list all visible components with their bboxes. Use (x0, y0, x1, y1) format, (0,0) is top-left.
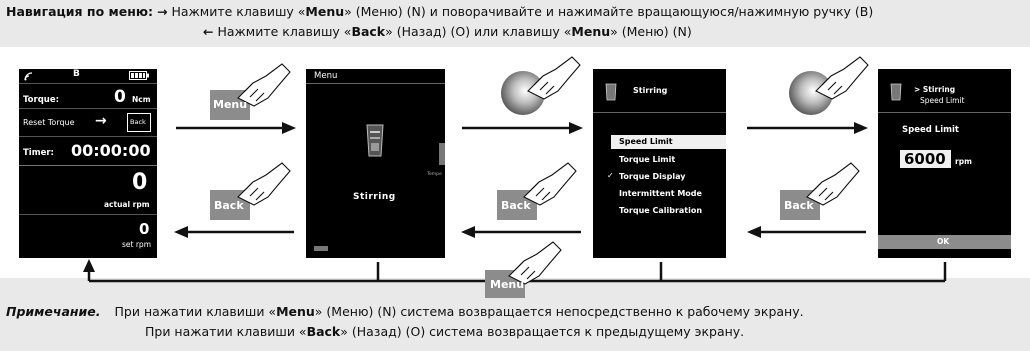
back-button-label: Back (214, 199, 244, 212)
header-text-2c: » (Меню) (N) (610, 24, 692, 39)
menu-item-stirring: Stirring (353, 192, 396, 202)
menu-title: Menu (314, 71, 338, 81)
note-text-2b: » (Назад) (O) система возвращается к пре… (340, 324, 745, 339)
stirring-screen: Stirring Speed Limit Torque Limit ✓ Torq… (593, 69, 726, 258)
ok-label: OK (937, 237, 950, 246)
item-label-speed-limit: Speed Limit (619, 137, 673, 146)
set-rpm-label: set rpm (122, 240, 151, 249)
torque-unit: Ncm (132, 95, 151, 104)
breadcrumb-stirring: > Stirring (914, 85, 956, 94)
note-key-back: Back (306, 324, 341, 339)
header-key-menu: Menu (305, 4, 345, 19)
beaker-small-icon (605, 83, 617, 101)
header-key-menu-2: Menu (571, 24, 611, 39)
header-text-2b: » (Назад) (O) или клавишу « (385, 24, 572, 39)
stirring-menu-item-torque-display: Torque Display (619, 172, 686, 181)
header-line-2: ← Нажмите клавишу «Back» (Назад) (O) или… (203, 24, 692, 39)
speed-value: 6000 (904, 150, 946, 168)
speed-unit: rpm (955, 157, 972, 166)
timer-value: 00:00:00 (71, 141, 151, 160)
stirring-menu-item-torque-limit: Torque Limit (619, 155, 676, 164)
header-text-2a: Нажмите клавишу « (217, 24, 352, 39)
header-line-1: Навигация по меню: → Нажмите клавишу «Me… (6, 4, 873, 19)
check-icon: ✓ (607, 171, 614, 180)
menu-screen: Menu Stirring Tempe (306, 69, 445, 258)
header-key-back: Back (351, 24, 386, 39)
reset-torque-label: Reset Torque (23, 118, 75, 127)
beaker-small-icon-2 (890, 83, 902, 101)
forward-arrow-icon: → (156, 4, 168, 19)
timer-label: Timer: (23, 148, 54, 158)
stirring-menu-item-speed-limit: Speed Limit (611, 135, 726, 149)
torque-value: 0 (114, 87, 126, 107)
beaker-icon (366, 124, 384, 157)
speed-limit-heading: Speed Limit (902, 125, 959, 135)
torque-label: Torque: (23, 95, 60, 105)
working-screen: B Torque: 0 Ncm Reset Torque → Back Time… (19, 69, 157, 258)
status-b-label: B (73, 69, 80, 79)
back-arrow-icon: ← (203, 24, 214, 39)
note-text-1b: » (Меню) (N) система возвращается непоср… (314, 304, 804, 319)
stirring-menu-item-torque-calibration: Torque Calibration (619, 206, 703, 215)
header-text-1b: » (Меню) (N) и поворачивайте и нажимайте… (344, 4, 874, 19)
note-line-1: Примечание. При нажатии клавиши «Menu» (М… (6, 304, 804, 319)
stirring-menu-item-intermittent: Intermittent Mode (619, 189, 702, 198)
note-text-1a: При нажатии клавиши « (114, 304, 277, 319)
note-text-2a: При нажатии клавиши « (145, 324, 307, 339)
reset-arrow-icon: → (95, 113, 107, 129)
actual-rpm-value: 0 (132, 170, 148, 195)
header-title: Навигация по меню: (6, 4, 153, 19)
back-button-label-3: Back (784, 199, 814, 212)
status-bar: B (19, 69, 157, 84)
menu-button-label-2: Menu (490, 278, 525, 291)
side-item-label: Tempe (427, 172, 442, 177)
header-text-1a: Нажмите клавишу « (171, 4, 306, 19)
menu-button-label: Menu (213, 98, 248, 111)
back-button-label-2: Back (501, 199, 531, 212)
ok-bar: OK (878, 235, 1011, 249)
note-title: Примечание. (6, 304, 101, 319)
scroll-indicator (314, 246, 328, 251)
back-box-label: Back (130, 118, 146, 126)
stirring-title: Stirring (633, 86, 668, 95)
wifi-icon (24, 72, 33, 81)
side-item-icon (439, 143, 445, 165)
battery-icon (129, 71, 149, 80)
speed-limit-screen: > Stirring Speed Limit Speed Limit 6000 … (878, 69, 1011, 258)
back-box: Back (127, 113, 151, 132)
note-key-menu: Menu (276, 304, 315, 319)
breadcrumb-speed-limit: Speed Limit (920, 96, 965, 105)
speed-value-box: 6000 (900, 150, 951, 168)
set-rpm-value: 0 (139, 220, 150, 238)
note-line-2: При нажатии клавиши «Back» (Назад) (O) с… (145, 324, 744, 339)
actual-rpm-label: actual rpm (104, 200, 150, 209)
